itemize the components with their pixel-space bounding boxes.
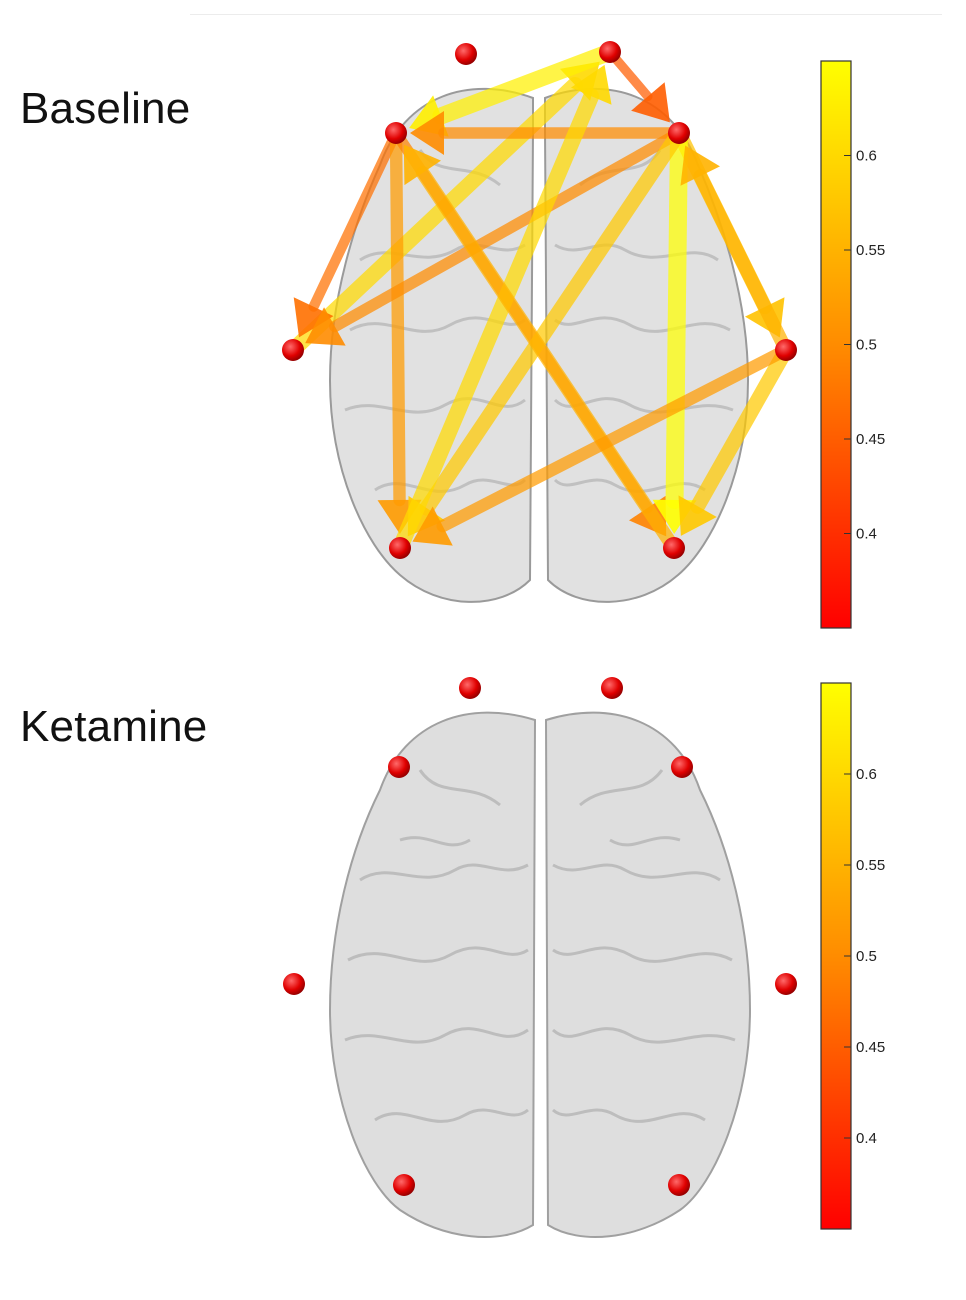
connection-shaft (308, 127, 402, 312)
colorbar-tick-label: 0.4 (856, 526, 877, 543)
electrode-node-R-occipital (663, 537, 685, 559)
electrode-node-L-temporal (282, 339, 304, 361)
connection-arrowhead (631, 82, 670, 123)
connection-arrow-R-temporal-to-R-frontal (680, 145, 793, 357)
electrode-node-R-frontal-top (601, 677, 623, 699)
brain-outline (328, 87, 750, 603)
electrode-node-R-frontal (671, 756, 693, 778)
electrode-node-R-temporal (775, 973, 797, 995)
connection-arrowhead (678, 495, 717, 536)
electrode-nodes (283, 677, 797, 1196)
connection-arrow-R-occipital-to-L-frontal (403, 144, 681, 555)
brain-outline (328, 711, 752, 1238)
electrode-node-L-frontal-top (455, 43, 477, 65)
connection-arrowhead (571, 64, 612, 105)
connection-arrowhead (410, 111, 444, 155)
connection-arrow-R-frontal-to-L-temporal (305, 127, 685, 346)
electrode-node-L-occipital (393, 1174, 415, 1196)
connection-shaft (389, 126, 406, 507)
connection-arrowhead (412, 506, 453, 546)
ketamine-label: Ketamine (20, 702, 208, 751)
colorbar-tick-label: 0.6 (856, 766, 877, 783)
baseline-connectivity-figure: 0.6 0.55 0.5 0.45 0.4 (282, 41, 885, 629)
colorbar-tick-label: 0.45 (856, 431, 885, 448)
connection-arrow-L-occipital-to-R-frontal-top (392, 64, 612, 556)
colorbar-tick-label: 0.45 (856, 1039, 885, 1056)
connection-shaft (693, 169, 793, 357)
electrode-node-L-frontal (388, 756, 410, 778)
colorbar-tick-label: 0.5 (856, 337, 877, 354)
connection-arrowhead (305, 307, 346, 346)
colorbar-ticks: 0.6 0.55 0.5 0.45 0.4 (844, 148, 885, 543)
electrode-node-R-temporal (775, 339, 797, 361)
electrode-node-R-occipital (668, 1174, 690, 1196)
connection-arrowhead (293, 297, 334, 338)
connection-shaft (432, 43, 619, 125)
connection-arrowhead (403, 144, 441, 186)
connection-arrowhead (680, 145, 720, 186)
ketamine-connectivity-figure: 0.6 0.55 0.5 0.45 0.4 (283, 677, 885, 1238)
connection-shaft (329, 127, 685, 333)
baseline-label: Baseline (20, 84, 191, 133)
colorbar-tick-label: 0.6 (856, 148, 877, 165)
electrode-node-L-temporal (283, 973, 305, 995)
electrode-node-L-frontal (385, 122, 407, 144)
top-divider (190, 14, 942, 15)
connection-arrow-R-frontal-to-L-frontal (410, 111, 685, 155)
connection-shaft (415, 166, 681, 555)
connection-arrow-R-temporal-to-R-occipital (678, 342, 794, 536)
connection-shaft (690, 342, 794, 514)
colorbar-tick-label: 0.55 (856, 242, 885, 259)
colorbar-tick-label: 0.55 (856, 857, 885, 874)
connection-shaft (436, 343, 793, 533)
connection-shaft (419, 125, 687, 516)
electrode-node-L-frontal-top (459, 677, 481, 699)
electrode-node-L-occipital (389, 537, 411, 559)
connection-arrow-L-frontal-to-L-temporal (293, 127, 402, 338)
colorbar-ticks: 0.6 0.55 0.5 0.45 0.4 (844, 766, 885, 1147)
colorbar-tick-label: 0.4 (856, 1130, 877, 1147)
connection-shaft (392, 88, 600, 556)
connection-shaft (665, 124, 688, 510)
colorbar-tick-label: 0.5 (856, 948, 877, 965)
connection-arrow-R-temporal-to-L-occipital (412, 343, 793, 546)
colorbar: 0.6 0.55 0.5 0.45 0.4 (820, 60, 885, 629)
electrode-nodes (282, 41, 797, 559)
connection-edges (285, 43, 794, 556)
colorbar: 0.6 0.55 0.5 0.45 0.4 (820, 682, 885, 1230)
electrode-node-R-frontal-top (599, 41, 621, 63)
electrode-node-R-frontal (668, 122, 690, 144)
